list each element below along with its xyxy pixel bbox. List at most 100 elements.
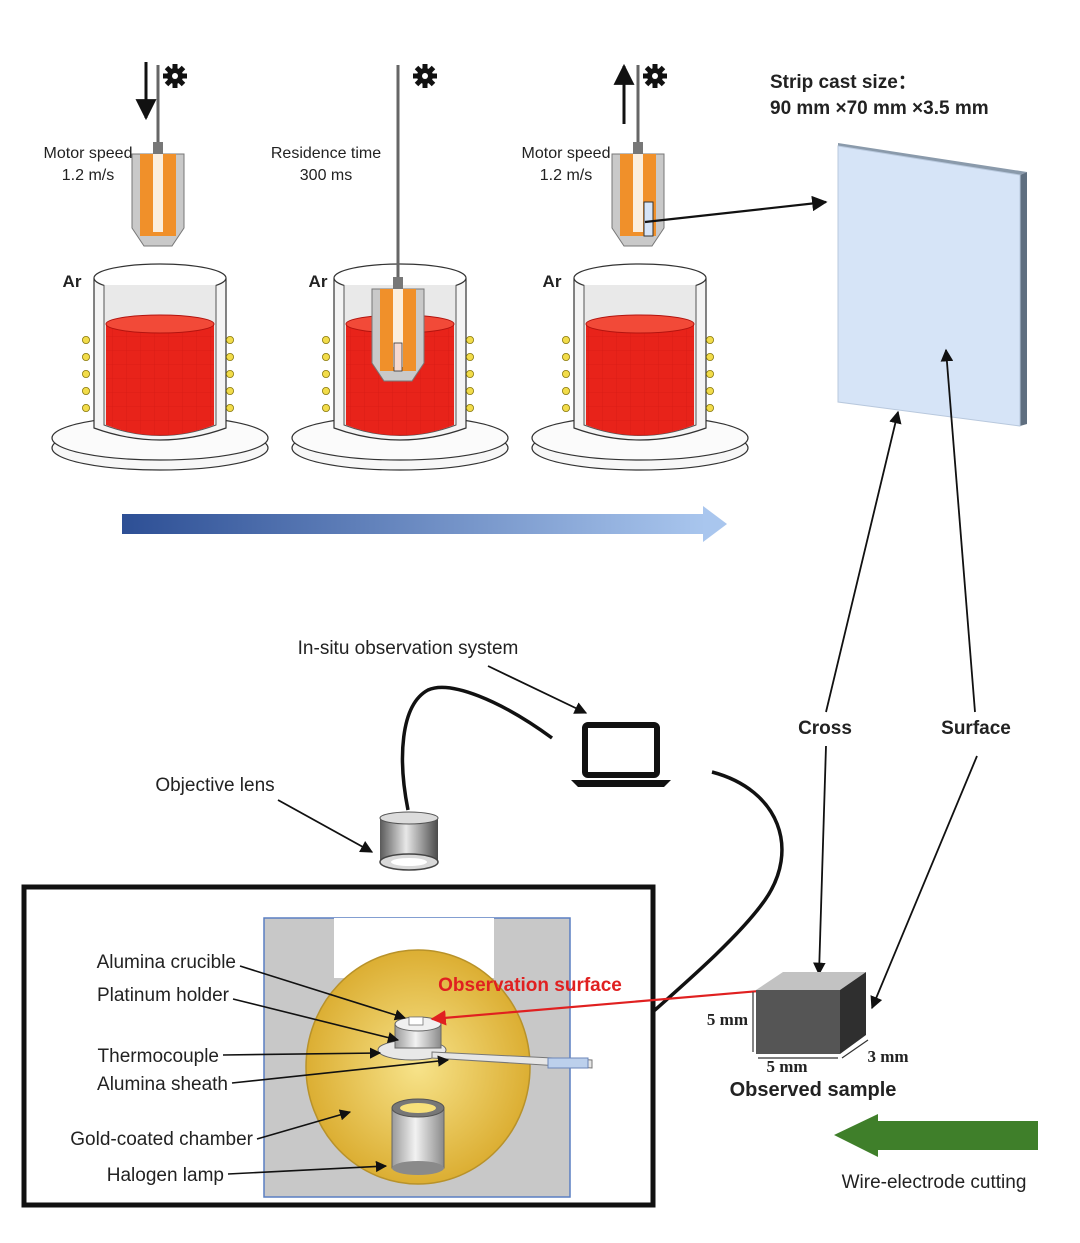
- observed-sample-title: Observed sample: [730, 1079, 897, 1101]
- induction-coil: [562, 352, 571, 361]
- cross-to-strip-arrow: [825, 410, 902, 713]
- melt-surface: [585, 314, 695, 334]
- surface-to-sample-arrow: [870, 755, 978, 1010]
- induction-coil: [706, 369, 715, 378]
- induction-coil: [465, 335, 474, 344]
- stage-label-line2: 1.2 m/s: [62, 167, 114, 184]
- induction-coil: [321, 335, 330, 344]
- induction-coil: [706, 335, 715, 344]
- sheath-pointer: [231, 1055, 450, 1084]
- strip-casting-stages: Motor speed 1.2 m/sAr Residence time 300 ms…: [44, 62, 749, 471]
- induction-coil: [82, 403, 91, 412]
- induction-coil: [562, 403, 571, 412]
- sheath-connector: [547, 1057, 589, 1069]
- nozzle-bore: [633, 154, 643, 232]
- observation-surface-line: [430, 984, 819, 1026]
- induction-coil: [562, 369, 571, 378]
- induction-coil: [82, 352, 91, 361]
- gear-icon: [413, 64, 437, 88]
- observed-sample-cube: [756, 972, 866, 1054]
- stage-label-line1: Motor speed: [44, 145, 133, 162]
- stage-2: Residence time 300 ms Ar: [271, 64, 509, 471]
- induction-coil: [321, 386, 330, 395]
- induction-coil: [706, 403, 715, 412]
- surface-to-strip-arrow: [940, 348, 976, 713]
- strip-size-value: 90 mm ×70 mm ×3.5 mm: [770, 98, 989, 119]
- induction-coil: [706, 386, 715, 395]
- induction-coil: [225, 335, 234, 344]
- cast-sample: [643, 201, 654, 237]
- stage-label-line2: 1.2 m/s: [540, 167, 592, 184]
- laptop-icon: [571, 722, 671, 787]
- gear-icon: [643, 64, 667, 88]
- gas-label: Ar: [543, 272, 562, 291]
- nozzle-bore: [393, 289, 403, 367]
- induction-coil: [225, 369, 234, 378]
- sample-to-strip-arrow: [644, 195, 828, 224]
- induction-coil: [82, 335, 91, 344]
- induction-coil: [321, 369, 330, 378]
- cross-to-sample-arrow: [813, 745, 827, 976]
- alumina-sheath-label: Alumina sheath: [97, 1074, 228, 1095]
- lens-pointer: [277, 799, 374, 853]
- observation-surface-label: Observation surface: [438, 975, 622, 996]
- chamber-pointer: [256, 1109, 352, 1140]
- molten-metal-grid: [586, 324, 694, 436]
- molten-metal-grid: [106, 324, 214, 436]
- strip-cast-plate: [837, 143, 1027, 427]
- stage-1: Motor speed 1.2 m/sAr: [44, 62, 269, 471]
- lamp-pointer: [227, 1160, 388, 1175]
- sample-holder: [377, 1016, 447, 1061]
- induction-coil: [465, 386, 474, 395]
- lens-cable: [400, 685, 554, 811]
- sample-height-label: 5 mm: [707, 1010, 748, 1029]
- gas-label: Ar: [63, 272, 82, 291]
- rod-coupler: [393, 277, 403, 289]
- induction-coil: [465, 352, 474, 361]
- gold-coated-chamber: [305, 949, 531, 1185]
- wire-cutting-label: Wire-electrode cutting: [842, 1172, 1027, 1193]
- induction-coil: [82, 386, 91, 395]
- induction-coil: [321, 352, 330, 361]
- process-direction-arrow: [122, 506, 727, 542]
- strip-size-title: Strip cast size：: [770, 72, 917, 93]
- nozzle-bore: [153, 154, 163, 232]
- induction-coil: [562, 386, 571, 395]
- surface-label: Surface: [941, 718, 1011, 739]
- cutting-direction-arrow: [834, 1114, 1038, 1157]
- induction-coil: [321, 403, 330, 412]
- induction-coil: [225, 386, 234, 395]
- sample-depth-label: 3 mm: [867, 1047, 908, 1066]
- induction-coil: [465, 403, 474, 412]
- thermocouple-pointer: [222, 1047, 382, 1059]
- induction-coil: [562, 335, 571, 344]
- gas-label: Ar: [309, 272, 328, 291]
- halogen-lamp-label: Halogen lamp: [107, 1165, 224, 1186]
- crucible-pointer: [239, 965, 407, 1021]
- induction-coil: [225, 403, 234, 412]
- gold-chamber-label: Gold-coated chamber: [70, 1129, 253, 1150]
- sample-width-label: 5 mm: [766, 1057, 807, 1076]
- objective-lens-label: Objective lens: [155, 775, 274, 796]
- stage-3: Motor speed 1.2 m/sAr: [522, 63, 749, 471]
- induction-coil: [225, 352, 234, 361]
- cast-sample: [393, 342, 403, 372]
- stage-label-line1: Residence time: [271, 145, 381, 162]
- alumina-crucible-label: Alumina crucible: [97, 952, 236, 973]
- system-pointer: [487, 665, 588, 714]
- induction-coil: [706, 352, 715, 361]
- rod-coupler: [633, 142, 643, 154]
- thermocouple-label: Thermocouple: [98, 1046, 219, 1067]
- stage-label-line1: Motor speed: [522, 145, 611, 162]
- observation-system-label: In-situ observation system: [298, 638, 519, 659]
- stage-label-line2: 300 ms: [300, 167, 352, 184]
- platinum-holder-label: Platinum holder: [97, 985, 230, 1006]
- dim-depth-line: [841, 1039, 869, 1059]
- melt-surface: [105, 314, 215, 334]
- induction-coil: [82, 369, 91, 378]
- cross-label: Cross: [798, 718, 852, 739]
- gear-icon: [163, 64, 187, 88]
- halogen-lamp-icon: [391, 1098, 445, 1175]
- objective-lens-icon: [379, 811, 439, 871]
